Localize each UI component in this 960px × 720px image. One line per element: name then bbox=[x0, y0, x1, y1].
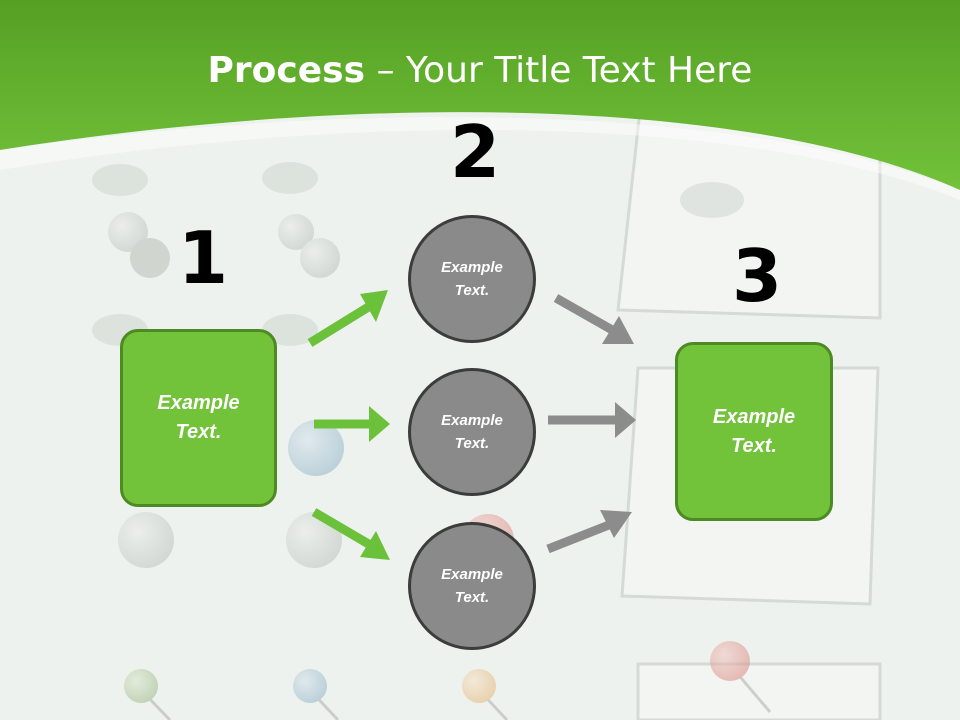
circle-middle-label: Example Text. bbox=[441, 412, 503, 452]
gray-arrow-bottom-head bbox=[600, 510, 632, 538]
gray-arrow-middle-head bbox=[615, 402, 636, 438]
gray-arrow-top bbox=[553, 294, 617, 335]
step-2-circle-bottom: Example Text. bbox=[408, 522, 536, 650]
step-3-box: Example Text. bbox=[675, 342, 833, 521]
step-2-circle-top: Example Text. bbox=[408, 215, 536, 343]
gray-arrows bbox=[546, 294, 636, 554]
circle-top-label: Example Text. bbox=[441, 259, 503, 299]
header-highlight bbox=[0, 117, 960, 200]
step-number-1: 1 bbox=[178, 216, 229, 300]
circle-bottom-label: Example Text. bbox=[441, 566, 503, 606]
gray-arrow-bottom bbox=[546, 518, 616, 554]
green-arrow-up bbox=[307, 302, 373, 347]
step-1-box-label: Example Text. bbox=[157, 392, 240, 443]
green-arrow-down-head bbox=[360, 531, 390, 560]
step-3-box-label: Example Text. bbox=[712, 405, 796, 457]
title-bold: Process bbox=[207, 50, 366, 91]
green-arrow-middle-head bbox=[369, 406, 390, 442]
step-2-circle-middle: Example Text. bbox=[408, 368, 536, 496]
green-arrow-up-head bbox=[360, 290, 388, 322]
header-band bbox=[0, 0, 960, 190]
title-rest: – Your Title Text Here bbox=[365, 50, 753, 91]
step-1-box: Example Text. bbox=[120, 329, 277, 507]
gray-arrow-top-head bbox=[602, 316, 634, 344]
step-number-2: 2 bbox=[450, 110, 501, 194]
page-title: Process – Your Title Text Here bbox=[0, 50, 960, 91]
green-arrow-down bbox=[311, 508, 375, 550]
green-arrows bbox=[307, 290, 390, 560]
step-number-3: 3 bbox=[732, 234, 783, 318]
